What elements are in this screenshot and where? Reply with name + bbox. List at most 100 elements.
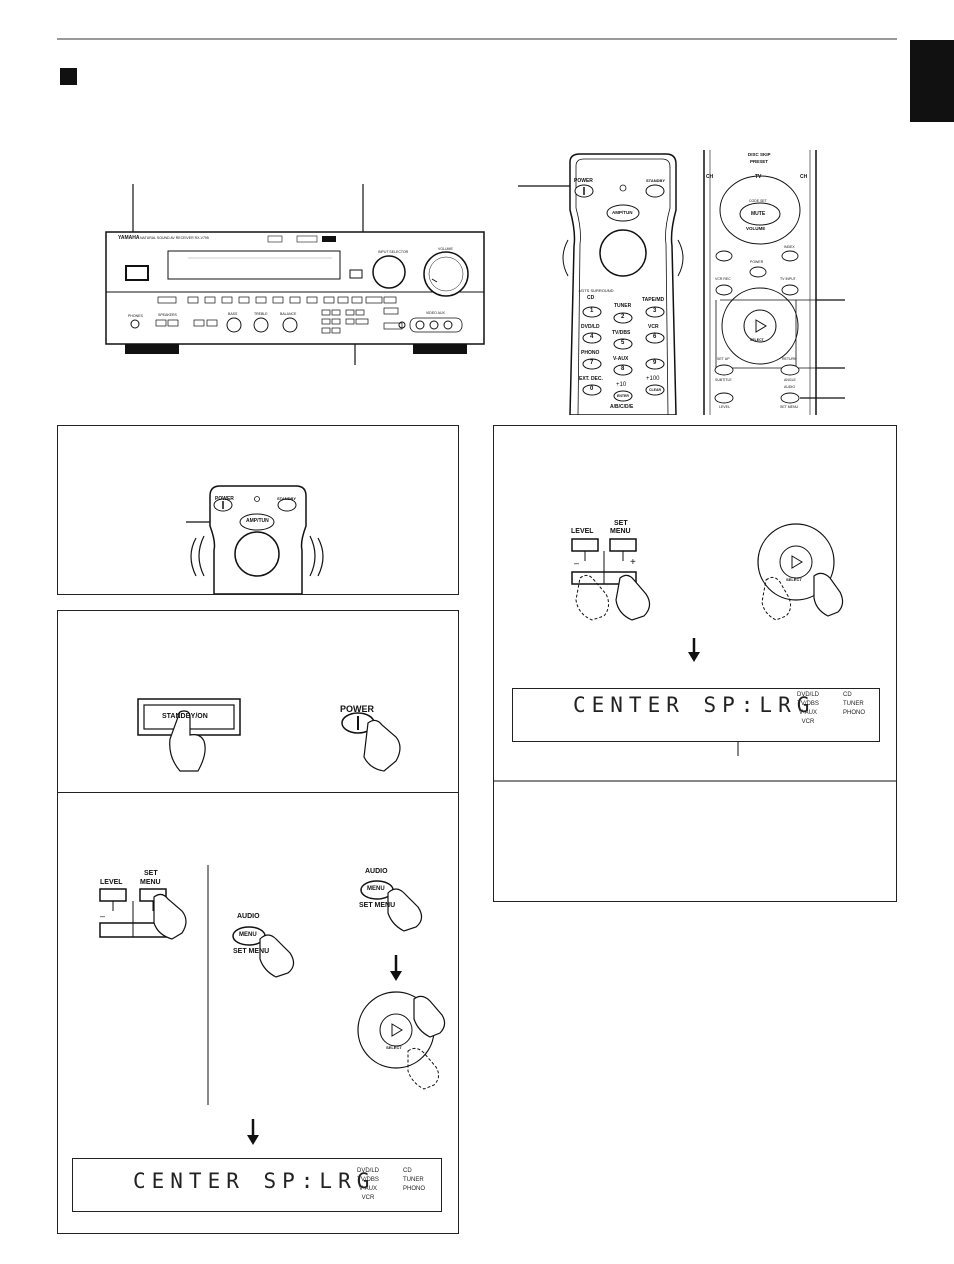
adjust-set-label: SET <box>614 520 628 527</box>
set-up-label: SET UP <box>717 357 730 361</box>
video-aux-label: VIDEO AUX <box>426 311 445 315</box>
menu-set-label: SET <box>144 870 158 877</box>
lcd-item: TV/DBS <box>357 1177 379 1183</box>
brand-label: YAMAHA <box>118 235 140 241</box>
tv-label: TV <box>755 174 762 180</box>
preset-label: PRESET <box>750 159 769 164</box>
key-2-label: TUNER <box>614 303 632 309</box>
adjust-level-label: LEVEL <box>571 528 594 535</box>
lcd-item: TUNER <box>403 1177 424 1183</box>
key-5-num: 5 <box>621 340 625 346</box>
remote-right-diagram: DISC SKIP PRESET CH TV CH CODE SET MUTE … <box>700 150 845 415</box>
lcd-col2-right: CD TUNER PHONO <box>843 691 873 718</box>
model-label: NATURAL SOUND AV RECEIVER RX-V795 <box>140 236 209 240</box>
phones-label: PHONES <box>128 314 143 318</box>
step-adjust-box: LEVEL SET MENU – + SELECT CENTER SP:LRG … <box>493 425 897 902</box>
menu-minus-label: – <box>100 911 106 921</box>
adjust-minus-label: – <box>574 558 580 568</box>
key-4-label: DVD/LD <box>581 324 600 330</box>
lcd-col1-bottom: DVD/LD TV/DBS V-AUX VCR <box>353 1167 383 1203</box>
mute-label: MUTE <box>751 211 766 217</box>
section-tab <box>910 40 954 122</box>
lcd-item: CD <box>403 1168 412 1174</box>
key-6-num: 6 <box>653 334 657 340</box>
volume-remote-label: VOLUME <box>746 226 766 231</box>
key-3-label: TAPE/MD <box>642 297 665 303</box>
key-clear-label: CLEAR <box>649 388 662 392</box>
tv-input-label: TV INPUT <box>780 277 796 281</box>
step-menu-box: LEVEL SET MENU – AUDIO MENU SET MENU AUD… <box>57 792 459 1234</box>
lcd-display-bottom: CENTER SP:LRG DVD/LD TV/DBS V-AUX VCR CD… <box>72 1158 442 1212</box>
select-remote-label: SELECT <box>750 338 764 342</box>
key-9-num: 9 <box>653 360 657 366</box>
lcd-item: V-AUX <box>798 710 817 716</box>
step-amp-tun-box: POWER STANDBY AMP/TUN <box>57 425 459 595</box>
section-square-icon <box>60 68 77 85</box>
lcd-item: PHONO <box>403 1186 426 1192</box>
lcd-display-right: CENTER SP:LRG DVD/LD TV/DBS V-AUX VCR CD… <box>512 688 880 742</box>
lcd-col2-bottom: CD TUNER PHONO <box>403 1167 433 1194</box>
lcd-item: DVD/LD <box>796 692 819 698</box>
index-label: INDEX <box>784 245 795 249</box>
standby-on-button[interactable]: STANDBY/ON <box>162 713 208 720</box>
speakers-label: SPEAKERS <box>158 313 177 317</box>
return-label: RETURN <box>782 357 797 361</box>
subtitle-label: SUBTITLE <box>715 378 732 382</box>
key-3-num: 3 <box>653 308 657 314</box>
angle-label: ANGLE <box>784 378 796 382</box>
lcd-item: CD <box>843 692 852 698</box>
audio-label-right: AUDIO <box>365 868 388 875</box>
key-0-label: EXT. DEC. <box>579 376 603 382</box>
key-0-num: 0 <box>590 386 594 392</box>
lcd-item: V-AUX <box>358 1186 377 1192</box>
lcd-item: VCR <box>801 719 815 725</box>
key-4-num: 4 <box>590 334 594 340</box>
key-1-top: ::/DTS SURROUND <box>578 288 614 293</box>
lcd-col1-right: DVD/LD TV/DBS V-AUX VCR <box>793 691 823 727</box>
power-remote2-label: POWER <box>750 260 764 264</box>
key-enter-label: ENTER <box>617 394 629 398</box>
receiver-front-panel: YAMAHA NATURAL SOUND AV RECEIVER RX-V795… <box>100 180 490 365</box>
step-amp-standby-label: STANDBY <box>277 496 297 501</box>
menu-level-label: LEVEL <box>100 879 123 886</box>
key-1-num: 1 <box>590 308 594 314</box>
lcd-item: TV/DBS <box>797 701 819 707</box>
audio-remote-label: AUDIO <box>784 385 796 389</box>
level-remote-label: LEVEL <box>719 405 730 409</box>
lcd-item: DVD/LD <box>356 1168 379 1174</box>
ch-minus-label: CH <box>706 174 714 180</box>
key-6-label: VCR <box>648 324 659 330</box>
remote-amp-tun-label: AMP/TUN <box>612 210 633 215</box>
power-button-label[interactable]: POWER <box>340 704 375 714</box>
lcd-text-bottom: CENTER SP:LRG <box>133 1169 376 1193</box>
adjust-select-label[interactable]: SELECT <box>786 577 802 582</box>
step-power-box: STANDBY/ON POWER <box>57 610 459 794</box>
step-amp-power-label: POWER <box>215 496 234 502</box>
balance-label: BALANCE <box>280 312 297 316</box>
select-label-menu[interactable]: SELECT <box>386 1045 402 1050</box>
remote-left-diagram: POWER STANDBY AMP/TUN ::/DTS SURROUND CD… <box>518 150 694 416</box>
key-7-label: PHONO <box>581 350 600 356</box>
ch-plus-label: CH <box>800 174 808 180</box>
audio-label-left: AUDIO <box>237 913 260 920</box>
key-8-num: 8 <box>621 366 625 372</box>
audio-menu-button-right[interactable]: MENU <box>367 886 385 892</box>
abcde-label: A/B/C/D/E <box>610 404 634 410</box>
menu-menu-label: MENU <box>140 879 161 886</box>
bass-label: BASS <box>228 312 238 316</box>
step-amp-tun-button[interactable]: AMP/TUN <box>246 518 269 524</box>
lcd-item: VCR <box>361 1195 375 1201</box>
disc-skip-label: DISC SKIP <box>748 152 771 157</box>
key-8-label: V-AUX <box>613 356 629 362</box>
lcd-item: TUNER <box>843 701 864 707</box>
code-set-label: CODE SET <box>749 199 767 203</box>
audio-menu-button-left[interactable]: MENU <box>239 932 257 938</box>
adjust-plus-label: + <box>630 557 636 568</box>
input-selector-label: INPUT SELECTOR <box>378 250 409 254</box>
key-7-num: 7 <box>590 360 594 366</box>
lcd-item: PHONO <box>843 710 866 716</box>
adjust-menu-label: MENU <box>610 528 631 535</box>
key-5-label: TV/DBS <box>612 330 631 336</box>
lcd-text-right: CENTER SP:LRG <box>573 693 816 717</box>
key-plus10-label: +10 <box>616 382 627 388</box>
